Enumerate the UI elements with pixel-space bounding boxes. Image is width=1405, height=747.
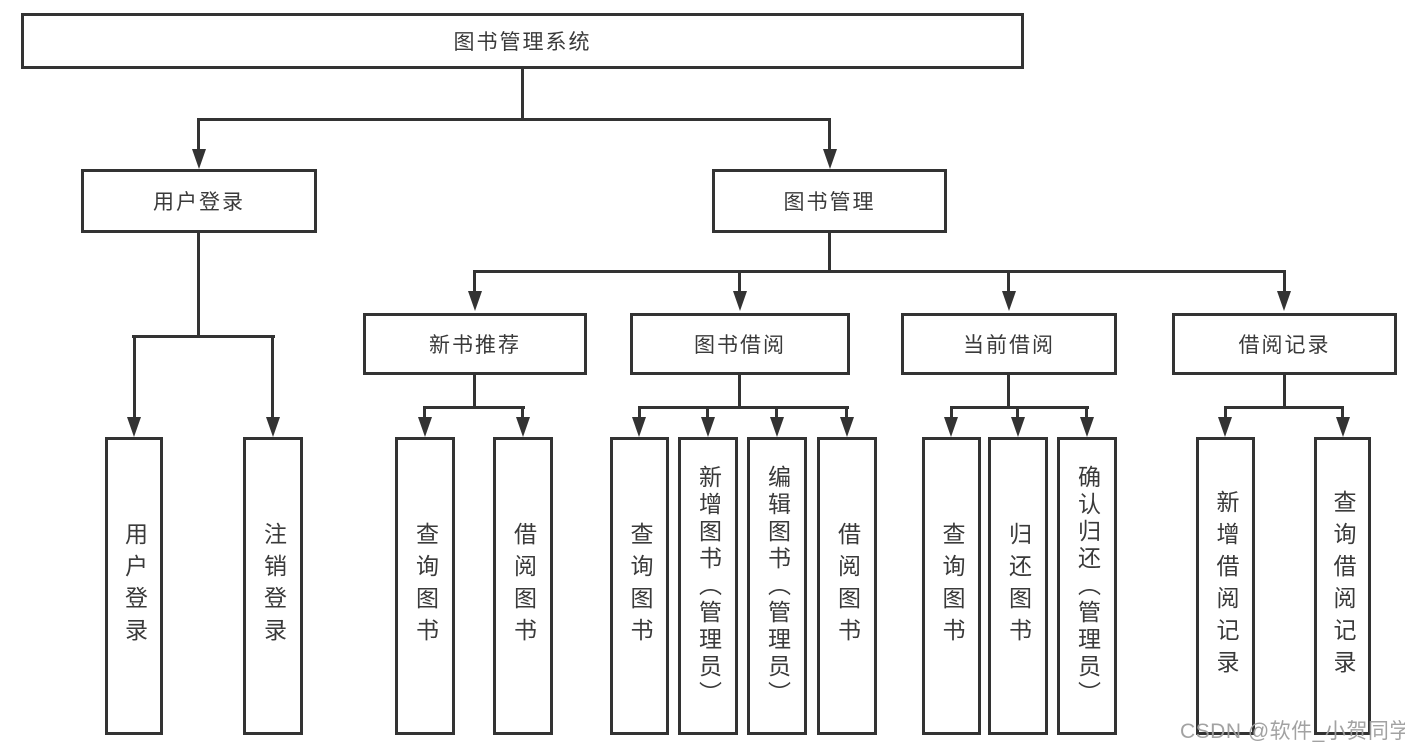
leaf-edit-books-admin: 编辑图书（管理员） [747,437,807,735]
node-borrowing-records-label: 借阅记录 [1238,334,1331,357]
node-user-login-label: 用户登录 [153,191,245,214]
leaf-edit-books-admin-label: 编辑图书（管理员） [764,464,791,708]
arrowhead-query-borrow-record-icon [1336,417,1350,437]
connector-to-leaf-confirm-return-admin [1085,409,1088,418]
connector-to-leaf-query-borrow-record [1341,409,1344,418]
arrowhead-confirm-return-admin-icon [1080,417,1094,437]
node-current-borrowing-label: 当前借阅 [963,334,1055,357]
connector-book-borrowing-crossbar [638,406,849,409]
leaf-query-books-current: 查询图书 [922,437,981,735]
arrowhead-query-books-current-icon [944,417,958,437]
connector-to-leaf-query-books-current [950,409,953,418]
arrowhead-borrow-books-recommend-icon [516,417,530,437]
leaf-query-borrow-record-label: 查询借阅记录 [1330,490,1356,682]
leaf-query-books-recommend-label: 查询图书 [412,522,439,650]
leaf-add-borrow-record-label: 新增借阅记录 [1213,490,1239,682]
arrowhead-leaf-logout-icon [266,417,280,437]
connector-to-leaf-logout [271,338,274,417]
leaf-query-borrow-record: 查询借阅记录 [1314,437,1371,735]
connector-to-leaf-edit-books-admin [775,409,778,418]
connector-to-current-borrowing [1007,273,1010,291]
leaf-logout-label: 注销登录 [260,522,287,650]
connector-to-leaf-add-borrow-record [1224,409,1227,418]
node-new-book-recommend: 新书推荐 [363,313,587,375]
leaf-add-books-admin-label: 新增图书（管理员） [695,464,722,708]
connector-to-leaf-query-books-recommend [423,409,426,418]
node-root: 图书管理系统 [21,13,1024,69]
leaf-query-books-recommend: 查询图书 [395,437,455,735]
leaf-borrow-books-recommend-label: 借阅图书 [510,522,537,650]
leaf-return-books-label: 归还图书 [1005,522,1032,650]
connector-current-borrowing-stem [1007,375,1010,406]
node-borrowing-records: 借阅记录 [1172,313,1397,375]
connector-book-management-crossbar [473,270,1286,273]
connector-borrowing-records-stem [1283,375,1286,406]
arrowhead-add-borrow-record-icon [1218,417,1232,437]
arrowhead-borrow-books-icon [840,417,854,437]
connector-to-new-book-recommend [473,273,476,291]
leaf-query-books-borrowing: 查询图书 [610,437,669,735]
arrowhead-query-books-borrowing-icon [632,417,646,437]
leaf-confirm-return-admin-label: 确认归还（管理员） [1074,464,1101,708]
connector-user-login-stem [197,233,200,335]
connector-to-book-management [828,121,831,150]
node-user-login: 用户登录 [81,169,317,233]
connector-to-leaf-user-login [133,338,136,417]
connector-to-book-borrowing [738,273,741,291]
leaf-user-login-label: 用户登录 [121,522,148,650]
connector-to-leaf-return-books [1016,409,1019,418]
connector-to-leaf-borrow-books [845,409,848,418]
leaf-borrow-books-label: 借阅图书 [834,522,861,650]
connector-current-borrowing-crossbar [950,406,1089,409]
leaf-user-login: 用户登录 [105,437,163,735]
connector-root-stem [521,69,524,120]
connector-root-crossbar [197,118,831,121]
arrowhead-user-login-icon [192,149,206,169]
connector-user-login-crossbar [132,335,275,338]
leaf-borrow-books-recommend: 借阅图书 [493,437,553,735]
connector-to-leaf-query-books-borrowing [638,409,641,418]
arrowhead-new-book-recommend-icon [468,291,482,311]
arrowhead-return-books-icon [1011,417,1025,437]
arrowhead-borrowing-records-icon [1277,291,1291,311]
arrowhead-current-borrowing-icon [1002,291,1016,311]
leaf-query-books-borrowing-label: 查询图书 [627,522,653,650]
connector-book-borrowing-stem [738,375,741,406]
node-book-management: 图书管理 [712,169,947,233]
node-new-book-recommend-label: 新书推荐 [429,334,521,357]
leaf-add-books-admin: 新增图书（管理员） [678,437,738,735]
connector-to-user-login [197,121,200,150]
connector-to-leaf-borrow-books-recommend [521,409,524,418]
connector-to-leaf-add-books-admin [706,409,709,418]
node-book-management-label: 图书管理 [783,191,876,214]
connector-book-management-stem [828,233,831,270]
arrowhead-book-management-icon [823,149,837,169]
arrowhead-leaf-user-login-icon [127,417,141,437]
connector-new-book-recommend-crossbar [423,406,525,409]
arrowhead-query-books-recommend-icon [418,417,432,437]
connector-to-borrowing-records [1283,273,1286,291]
leaf-logout: 注销登录 [243,437,303,735]
leaf-add-borrow-record: 新增借阅记录 [1196,437,1255,735]
csdn-watermark: CSDN @软件_小贺同学 [1180,720,1405,743]
connector-borrowing-records-crossbar [1224,406,1344,409]
node-book-borrowing: 图书借阅 [630,313,850,375]
leaf-confirm-return-admin: 确认归还（管理员） [1057,437,1117,735]
node-book-borrowing-label: 图书借阅 [694,334,786,357]
node-root-label: 图书管理系统 [453,31,592,54]
arrowhead-edit-books-admin-icon [770,417,784,437]
node-current-borrowing: 当前借阅 [901,313,1117,375]
leaf-borrow-books: 借阅图书 [817,437,877,735]
connector-new-book-recommend-stem [473,375,476,406]
arrowhead-add-books-admin-icon [701,417,715,437]
arrowhead-book-borrowing-icon [733,291,747,311]
leaf-return-books: 归还图书 [988,437,1048,735]
leaf-query-books-current-label: 查询图书 [939,522,965,650]
